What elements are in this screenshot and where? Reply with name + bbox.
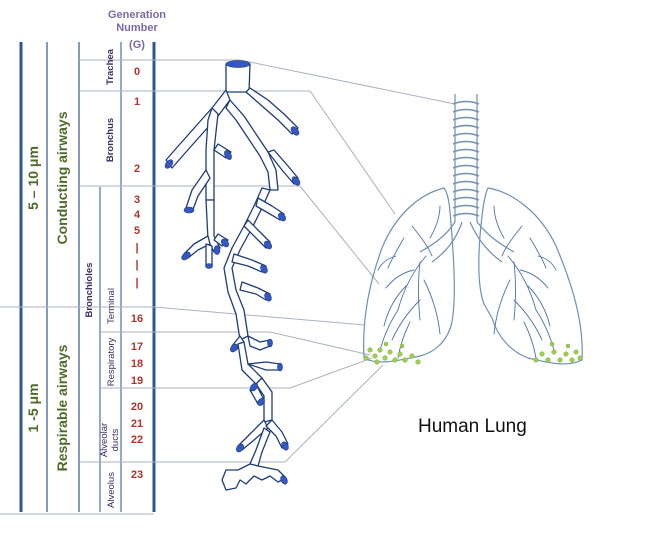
airway-tree	[165, 63, 299, 491]
alveoli-clusters	[363, 341, 583, 365]
gen-18: 18	[131, 358, 143, 370]
conducting-label: Conducting airways	[54, 111, 70, 244]
gen-16: 16	[131, 313, 143, 325]
zone-terminal: Terminal	[106, 288, 117, 324]
generation-numbers: 0 1 2 3 4 5 | | | 16 17 18 19 20 21 22 2…	[131, 66, 143, 481]
gen-22: 22	[131, 434, 143, 446]
header-g: (G)	[129, 39, 145, 51]
gen-4: 4	[134, 209, 141, 221]
gen-5: 5	[134, 225, 140, 237]
zone-alveolar: Alveolar	[99, 423, 110, 457]
human-lung-illustration	[363, 94, 583, 365]
human-lung-label: Human Lung	[418, 416, 527, 437]
airway-caps	[164, 60, 301, 485]
header-number: Number	[116, 22, 158, 34]
gen-23: 23	[131, 469, 143, 481]
gen-0: 0	[134, 66, 140, 78]
connector-lines	[153, 59, 456, 463]
gen-3: 3	[134, 194, 140, 206]
header-generation: Generation	[108, 9, 166, 21]
region-labels: 5 – 10 μm Conducting airways 1 -5 μm Res…	[25, 111, 70, 471]
zone-ducts: ducts	[110, 428, 121, 451]
gen-17: 17	[131, 341, 143, 353]
gen-ellipsis-1: |	[135, 242, 138, 254]
gen-21: 21	[131, 418, 143, 430]
zone-labels: Trachea Bronchus Bronchioles Terminal Re…	[84, 48, 121, 508]
gen-ellipsis-3: |	[135, 277, 138, 289]
zone-respiratory: Respiratory	[106, 337, 117, 386]
respirable-label: Respirable airways	[54, 344, 70, 471]
gen-2: 2	[134, 163, 140, 175]
lung-bronchial-tree	[377, 205, 557, 359]
zone-bronchus: Bronchus	[105, 118, 116, 162]
zone-trachea: Trachea	[105, 48, 116, 85]
gen-20: 20	[131, 401, 143, 413]
respirable-size: 1 -5 μm	[25, 383, 41, 432]
conducting-size: 5 – 10 μm	[25, 146, 41, 210]
gen-ellipsis-2: |	[135, 259, 138, 271]
zone-bronchioles: Bronchioles	[84, 263, 95, 318]
table-lines	[19, 42, 156, 512]
gen-19: 19	[131, 375, 143, 387]
gen-1: 1	[134, 96, 140, 108]
zone-alveolus: Alveolus	[106, 472, 117, 508]
